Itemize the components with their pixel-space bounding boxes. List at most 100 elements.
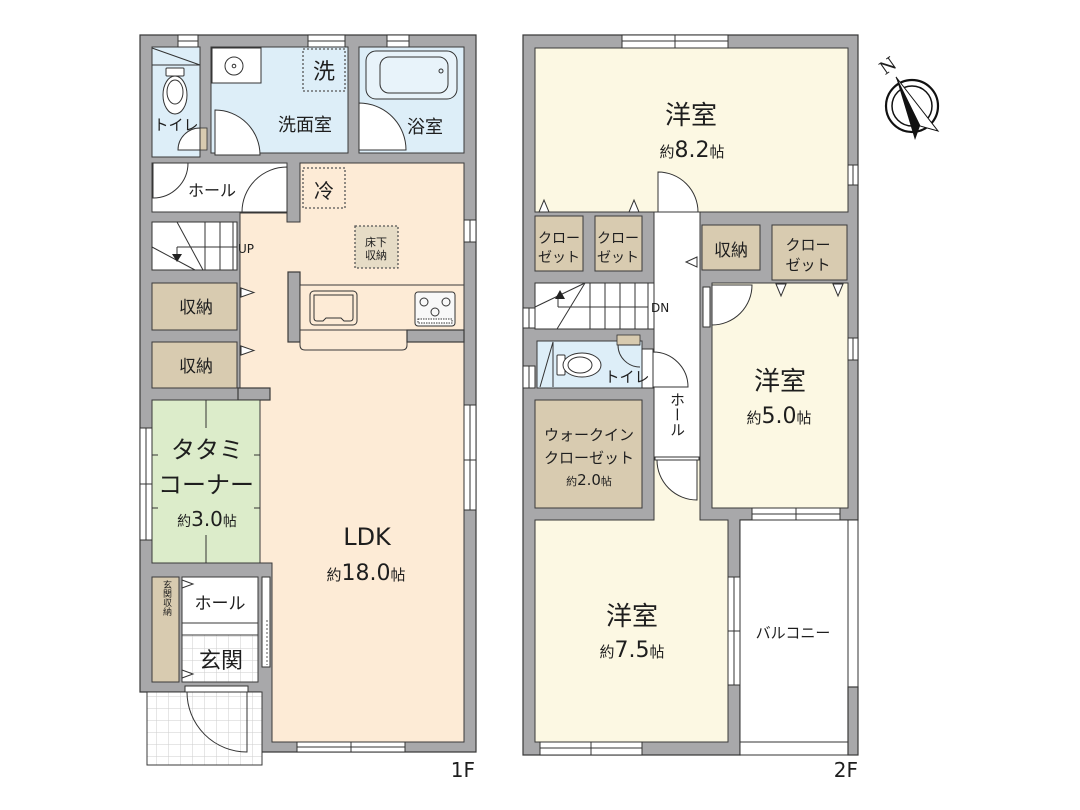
toilet-inner-door-swing: [177, 127, 201, 151]
room-western-2: [711, 282, 849, 509]
room-ldk: [239, 162, 465, 743]
area-unit: 帖: [710, 143, 725, 161]
area-unit: 帖: [797, 409, 812, 427]
stairs-1f: [151, 221, 238, 271]
room-closet-3: [771, 224, 848, 281]
toilet-door-stop: [199, 127, 208, 151]
label-tatami-corner: コーナー: [158, 471, 254, 499]
ldk-sliding-door[interactable]: [261, 576, 271, 668]
stair-tread: [151, 246, 196, 271]
label-closet-3: ゼット: [785, 256, 830, 274]
toilet-tank-icon: [165, 67, 185, 77]
label-balcony: バルコニー: [756, 624, 831, 642]
door-marker-icon: [181, 579, 195, 589]
room-storage-1: [151, 282, 238, 331]
burner-icon: [441, 297, 451, 307]
washbasin-drain-icon: [231, 63, 237, 69]
stair-tread: [176, 221, 204, 271]
label-fridge-space: 冷: [314, 179, 334, 203]
bathtub-drain-icon: [438, 68, 444, 74]
area-prefix: 約: [177, 514, 191, 530]
toilet-seat-icon: [166, 79, 184, 105]
burner-icon: [419, 297, 429, 307]
area-prefix: 約: [659, 143, 674, 161]
front-door-swing[interactable]: [186, 691, 248, 753]
label-hall-lower-1f: ホール: [195, 594, 246, 614]
toilet-counter-line: [151, 47, 201, 66]
room-hall-2f: [653, 211, 701, 461]
label-closet-2: ゼット: [597, 250, 639, 266]
label-western-2: 洋室: [754, 367, 806, 397]
label-storage-1: 収納: [179, 298, 213, 318]
area-prefix: 約: [746, 409, 761, 427]
label-western-3: 洋室: [606, 602, 658, 632]
kitchen-sink-icon: [309, 290, 358, 326]
area-value: 5.0: [762, 404, 797, 429]
bathtub-inner: [379, 56, 449, 94]
stove-icon: [414, 291, 456, 327]
label-closet-3: クロー: [785, 236, 830, 254]
front-door-frame: [184, 685, 249, 693]
toilet-door-swing-2f[interactable]: [652, 351, 689, 388]
compass-outer-ring: [884, 78, 940, 134]
kitchen-back-wall: [406, 329, 465, 343]
label-bathroom: 浴室: [407, 117, 443, 138]
western-3-door-swing[interactable]: [656, 459, 698, 501]
label-ldk: LDK: [343, 523, 392, 551]
label-washroom: 洗面室: [278, 115, 332, 136]
washbasin-icon: [224, 56, 244, 76]
room-western-1: [534, 47, 849, 213]
label-storage-2f: 収納: [714, 241, 748, 261]
room-storage-2f: [701, 224, 761, 271]
hall-ldk-door-swing[interactable]: [241, 166, 288, 213]
toilet-counter-line: [539, 341, 554, 388]
bathroom-door-swing[interactable]: [358, 102, 407, 151]
compass: N: [876, 53, 940, 140]
toilet-inner-door-swing: [617, 344, 641, 368]
label-walk-in-closet: クローゼット: [544, 449, 634, 467]
door-marker-icon: [628, 198, 640, 213]
room-closet-2: [594, 215, 643, 272]
bar-counter: [299, 329, 408, 351]
label-hall-2f: ホール: [668, 392, 686, 437]
fridge-space-box: [302, 167, 346, 209]
western-2-door-swing[interactable]: [711, 284, 753, 326]
door-marker-icon: [538, 198, 550, 213]
balcony: [739, 519, 859, 756]
compass-north-icon: N: [876, 53, 901, 79]
door-marker-icon: [684, 256, 698, 268]
area-ldk: 約18.0帖: [326, 561, 405, 586]
area-western-2: 約5.0帖: [746, 404, 811, 429]
label-closet-2: クロー: [597, 231, 639, 247]
burner-icon: [430, 307, 440, 317]
floor-label-2f: 2F: [834, 758, 858, 782]
toilet-shelf: [616, 334, 641, 346]
area-tatami-corner: 約3.0帖: [177, 507, 237, 531]
kitchen-sink-basin: [313, 294, 354, 322]
label-entrance-storage: 玄関収納: [161, 579, 172, 617]
balcony-wall: [847, 686, 859, 756]
area-value: 7.5: [615, 638, 650, 663]
label-western-1: 洋室: [665, 101, 717, 131]
area-unit: 帖: [223, 514, 237, 530]
area-value: 3.0: [191, 507, 223, 531]
washroom-door-swing[interactable]: [214, 109, 261, 156]
label-stairs-up: UP: [238, 242, 254, 256]
stairs-outline: [534, 282, 655, 330]
label-closet-1: ゼット: [538, 250, 580, 266]
door-marker-icon: [832, 283, 844, 298]
porch: [146, 691, 263, 766]
room-closet-1: [534, 215, 584, 272]
area-value: 8.2: [675, 138, 710, 163]
room-entrance: [181, 634, 259, 683]
western-2-door-frame: [702, 286, 711, 328]
label-storage-2: 収納: [179, 357, 213, 377]
area-walk-in-closet: 約2.0帖: [566, 471, 612, 489]
grill-icon: [417, 318, 453, 324]
western-1-door-swing[interactable]: [657, 171, 699, 213]
door-marker-icon: [240, 287, 256, 298]
toilet-door-swing-1f[interactable]: [152, 162, 189, 199]
label-entrance: 玄関: [199, 649, 243, 674]
room-hall-lower-1f: [181, 576, 259, 624]
compass-needle-light: [895, 76, 940, 132]
